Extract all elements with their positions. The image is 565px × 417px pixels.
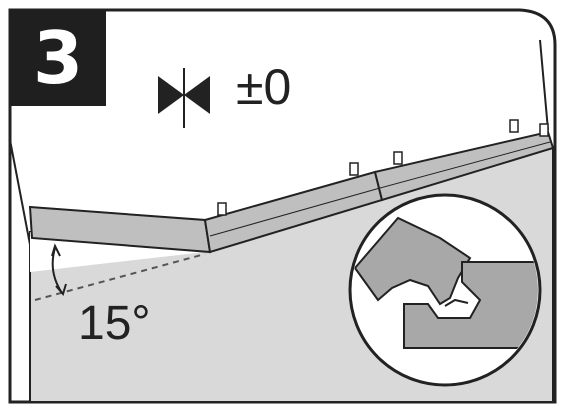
- gap-closed-icon: [158, 68, 210, 128]
- lock-contact: [444, 298, 469, 307]
- angle-label: 15°: [78, 297, 151, 350]
- angle-arrow-top: [51, 243, 61, 257]
- joint-detail: [353, 216, 538, 349]
- spacer-wedge: [349, 162, 359, 176]
- plank-edge-line: [209, 187, 381, 237]
- plank-right: [373, 130, 555, 202]
- wall-corner-left: [9, 139, 33, 256]
- groove-profile: [403, 261, 538, 349]
- floor-reference-line: [34, 253, 206, 301]
- plank-edge-line-right: [379, 141, 551, 189]
- spacer-wedge: [217, 202, 227, 216]
- wall-corner-right: [539, 39, 549, 131]
- step-number-badge: 3: [10, 10, 106, 106]
- tongue-profile: [353, 216, 472, 306]
- spacer-wedge: [539, 123, 549, 137]
- gap-tolerance-label: ±0: [236, 59, 292, 115]
- spacer-wedge: [393, 151, 403, 165]
- spacer-wedge: [509, 119, 519, 133]
- angle-arrow-bottom: [55, 283, 67, 297]
